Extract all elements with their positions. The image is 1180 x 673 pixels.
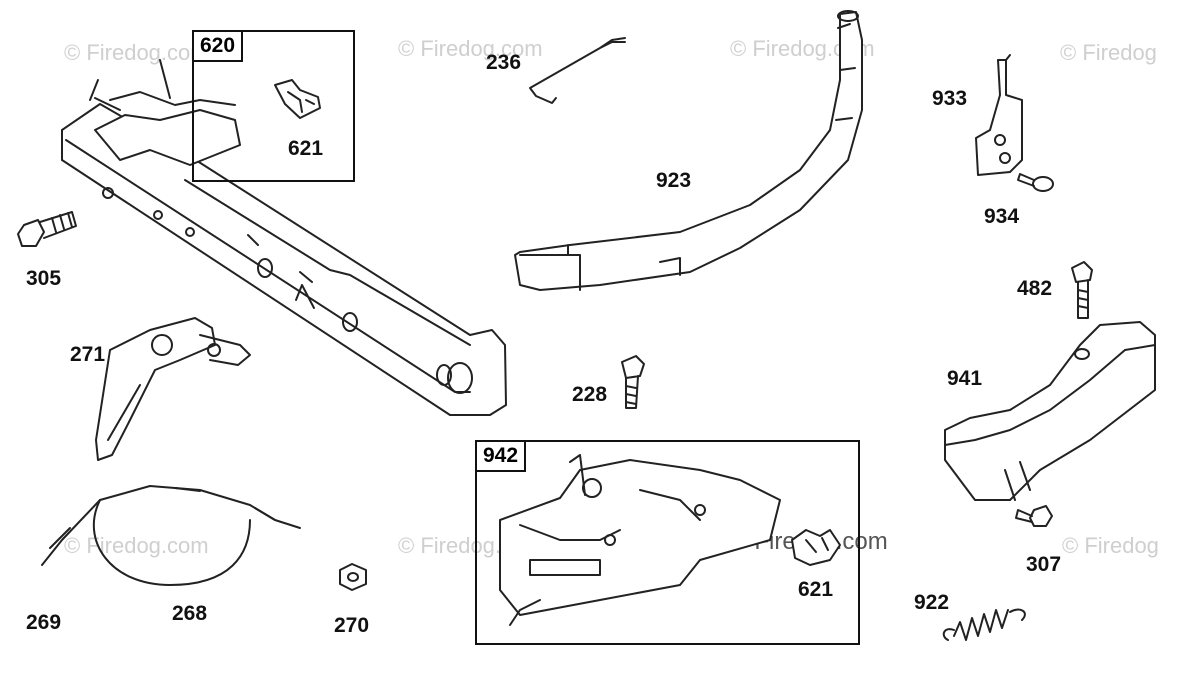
group-620-box [192,30,355,182]
bracket-933-drawing [975,54,1023,176]
screw-307-drawing [1015,505,1053,527]
bracket-assembly-942-drawing [499,454,781,626]
bolt-305-drawing [17,211,77,247]
part-label-305: 305 [26,267,62,290]
group-942-box [475,440,860,645]
part-label-270: 270 [334,614,370,637]
part-label-941: 941 [947,367,983,390]
part-label-923: 923 [656,169,692,192]
bolt-482-drawing [1071,261,1093,319]
nut-270-drawing [339,563,367,591]
part-label-482: 482 [1017,277,1053,300]
group-620-tag: 620 [192,30,244,62]
part-label-236: 236 [486,51,522,74]
watermark: © Firedog [1060,40,1157,65]
part-label-269: 269 [26,611,62,634]
control-bracket-drawing [61,59,507,416]
cover-941-drawing [944,321,1156,501]
bolt-228-drawing [621,355,645,409]
part-label-621b: 621 [798,578,834,601]
part-label-228: 228 [572,383,608,406]
group-942-label: 942 [483,444,519,467]
link-236-drawing [529,37,626,104]
group-942-tag: 942 [475,440,527,472]
watermark: © Firedog.com [398,36,543,61]
part-label-271: 271 [70,343,106,366]
part-label-922: 922 [914,591,950,614]
part-label-934: 934 [984,205,1020,228]
screw-934-drawing [1017,173,1054,192]
part-label-307: 307 [1026,553,1062,576]
clip-621-drawing [274,79,321,119]
part-label-933: 933 [932,87,968,110]
part-label-268: 268 [172,602,208,625]
lever-271-drawing [95,317,251,461]
watermark: © Firedog.com [64,40,209,65]
part-label-621: 621 [288,137,324,160]
clip-621b-drawing [791,529,841,566]
cable-268-drawing [41,485,301,586]
band-923-drawing [514,10,863,291]
group-620-label: 620 [200,34,236,57]
spring-922-drawing [942,608,1026,641]
watermark: © Firedog [1062,533,1159,558]
watermark: © Firedog.com [730,36,875,61]
